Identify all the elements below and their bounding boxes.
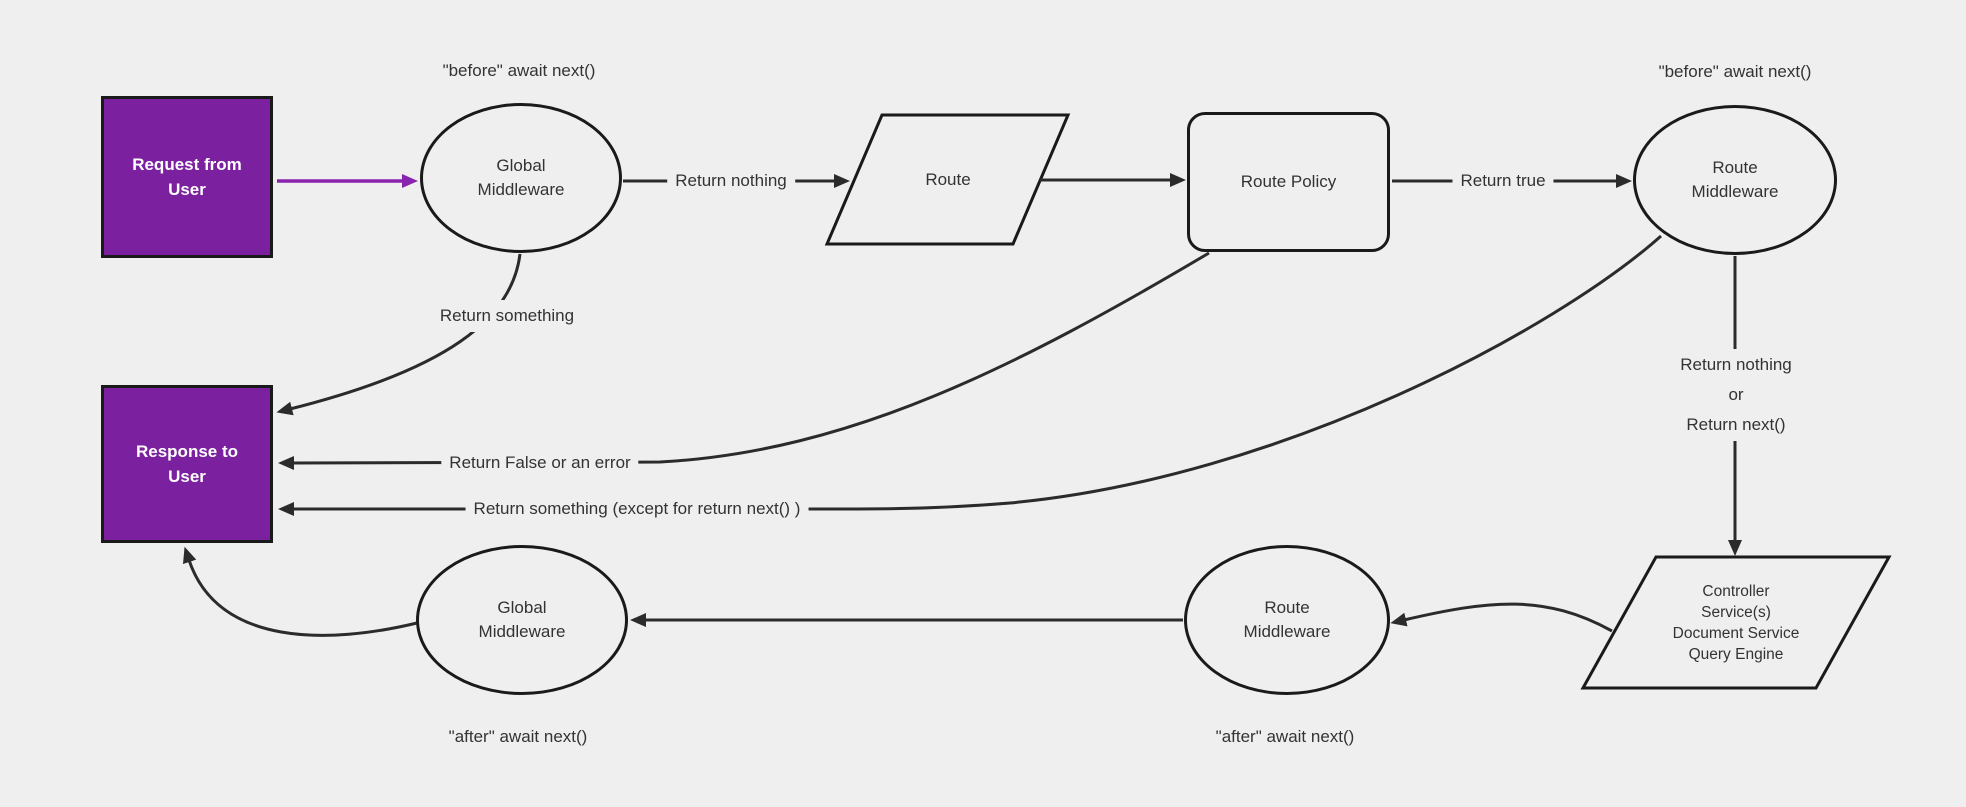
node-route-policy: Route Policy: [1187, 112, 1390, 252]
node-route-middleware-bottom: Route Middleware: [1184, 545, 1390, 695]
node-route-shape: [824, 113, 1071, 246]
node-route-middleware-top: Route Middleware: [1633, 105, 1837, 255]
edge-label-return-nothing-or-next: Return nothing or Return next(): [1672, 349, 1800, 441]
edge-route-middleware-return-something-except: [278, 234, 1662, 516]
node-controller-shape: [1580, 555, 1892, 690]
edge-label-return-false: Return False or an error: [441, 447, 639, 479]
edge-label-before-global: "before" await next(): [442, 61, 596, 80]
edge-label-after-global: "after" await next(): [448, 727, 588, 746]
node-global-middleware-top: Global Middleware: [420, 103, 622, 253]
edge-global-middleware-return-something: [276, 253, 522, 416]
node-route-label: Route: [925, 170, 971, 189]
edge-label-return-nothing: Return nothing: [667, 165, 795, 197]
edge-label-return-something-except: Return something (except for return next…: [465, 493, 809, 525]
edge-label-return-true: Return true: [1452, 165, 1554, 197]
edge-global-middleware-to-response: [182, 546, 418, 637]
edge-route-policy-return-false: [278, 251, 1210, 470]
node-global-middleware-bottom: Global Middleware: [416, 545, 628, 695]
edge-controller-to-route-middleware-bottom: [1390, 602, 1613, 633]
node-controller-label: Controller Service(s) Document Service Q…: [1672, 583, 1800, 663]
node-request-from-user: Request from User: [101, 96, 273, 258]
edge-label-return-something: Return something: [431, 300, 583, 332]
edge-label-after-route: "after" await next(): [1215, 727, 1355, 746]
edge-label-before-route: "before" await next(): [1658, 62, 1812, 81]
node-response-to-user: Response to User: [101, 385, 273, 543]
